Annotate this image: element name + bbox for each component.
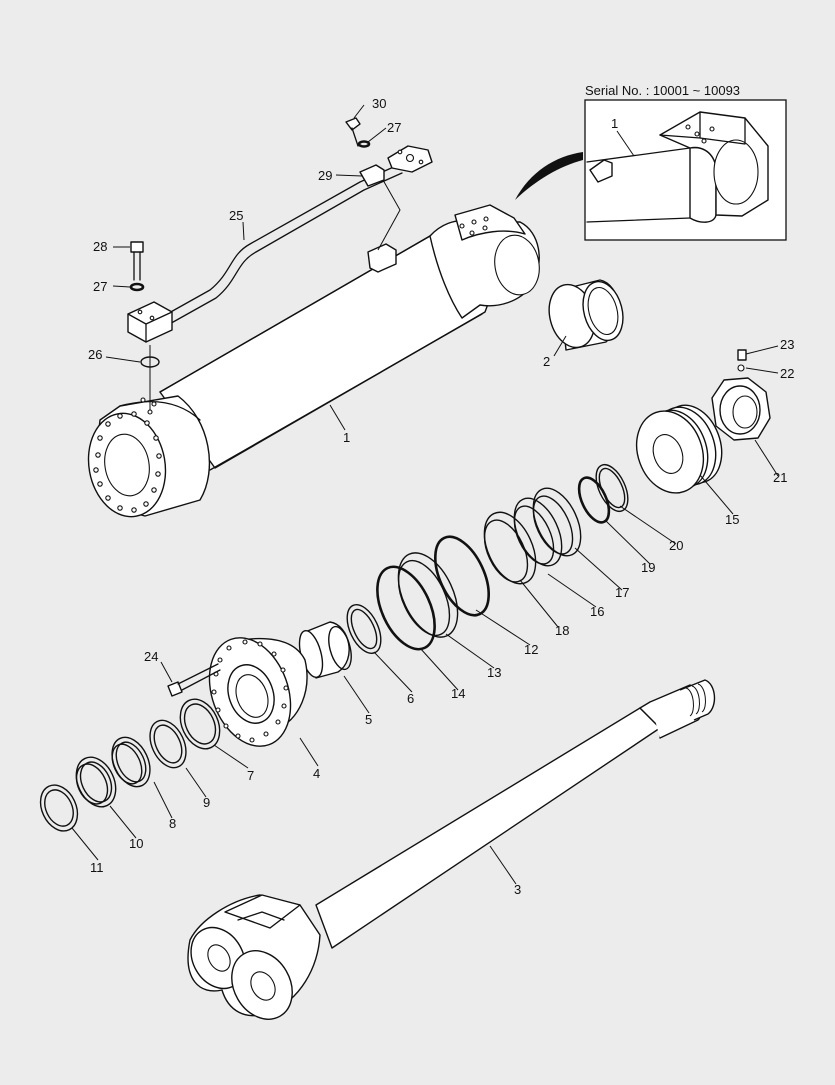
callout-26: 26 bbox=[88, 347, 102, 362]
leader-lines bbox=[71, 104, 779, 885]
callout-27-upper: 27 bbox=[387, 120, 401, 135]
callout-6: 6 bbox=[407, 691, 414, 706]
callout-23: 23 bbox=[780, 337, 794, 352]
callout-14: 14 bbox=[451, 686, 465, 701]
callout-15: 15 bbox=[725, 512, 739, 527]
callout-3: 3 bbox=[514, 882, 521, 897]
callout-numbers: 1 2 3 4 5 6 7 8 9 10 11 12 13 14 15 16 1… bbox=[88, 96, 794, 897]
inset-pointer-arrow bbox=[515, 152, 583, 200]
callout-13: 13 bbox=[487, 665, 501, 680]
callout-8: 8 bbox=[169, 816, 176, 831]
callout-25: 25 bbox=[229, 208, 243, 223]
piston-rod bbox=[187, 679, 716, 1020]
callout-2: 2 bbox=[543, 354, 550, 369]
callout-11: 11 bbox=[90, 860, 104, 875]
callout-18: 18 bbox=[555, 623, 569, 638]
callout-21: 21 bbox=[773, 470, 787, 485]
pipe-assembly bbox=[127, 117, 433, 410]
serial-inset: Serial No. : 10001 ~ 10093 1 bbox=[515, 83, 787, 241]
piston-seals bbox=[376, 463, 629, 651]
cover-bolt-holes bbox=[211, 639, 289, 743]
bushing bbox=[548, 279, 624, 351]
callout-7: 7 bbox=[247, 768, 254, 783]
rod-cover-assembly bbox=[39, 604, 382, 832]
callout-4: 4 bbox=[313, 766, 320, 781]
callout-12: 12 bbox=[524, 642, 538, 657]
serial-label: Serial No. : 10001 ~ 10093 bbox=[585, 83, 740, 98]
callout-27-lower: 27 bbox=[93, 279, 107, 294]
callout-1: 1 bbox=[343, 430, 350, 445]
cylinder-tube bbox=[87, 204, 540, 518]
callout-22: 22 bbox=[780, 366, 794, 381]
piston-and-nut bbox=[635, 349, 771, 494]
callout-24: 24 bbox=[144, 649, 158, 664]
inset-cylinder-detail bbox=[586, 111, 769, 223]
callout-20: 20 bbox=[669, 538, 683, 553]
callout-29: 29 bbox=[318, 168, 332, 183]
inset-callout-1: 1 bbox=[611, 116, 618, 131]
callout-10: 10 bbox=[129, 836, 143, 851]
callout-28: 28 bbox=[93, 239, 107, 254]
callout-19: 19 bbox=[641, 560, 655, 575]
callout-5: 5 bbox=[365, 712, 372, 727]
callout-9: 9 bbox=[203, 795, 210, 810]
callout-30: 30 bbox=[372, 96, 386, 111]
callout-17: 17 bbox=[615, 585, 629, 600]
callout-16: 16 bbox=[590, 604, 604, 619]
